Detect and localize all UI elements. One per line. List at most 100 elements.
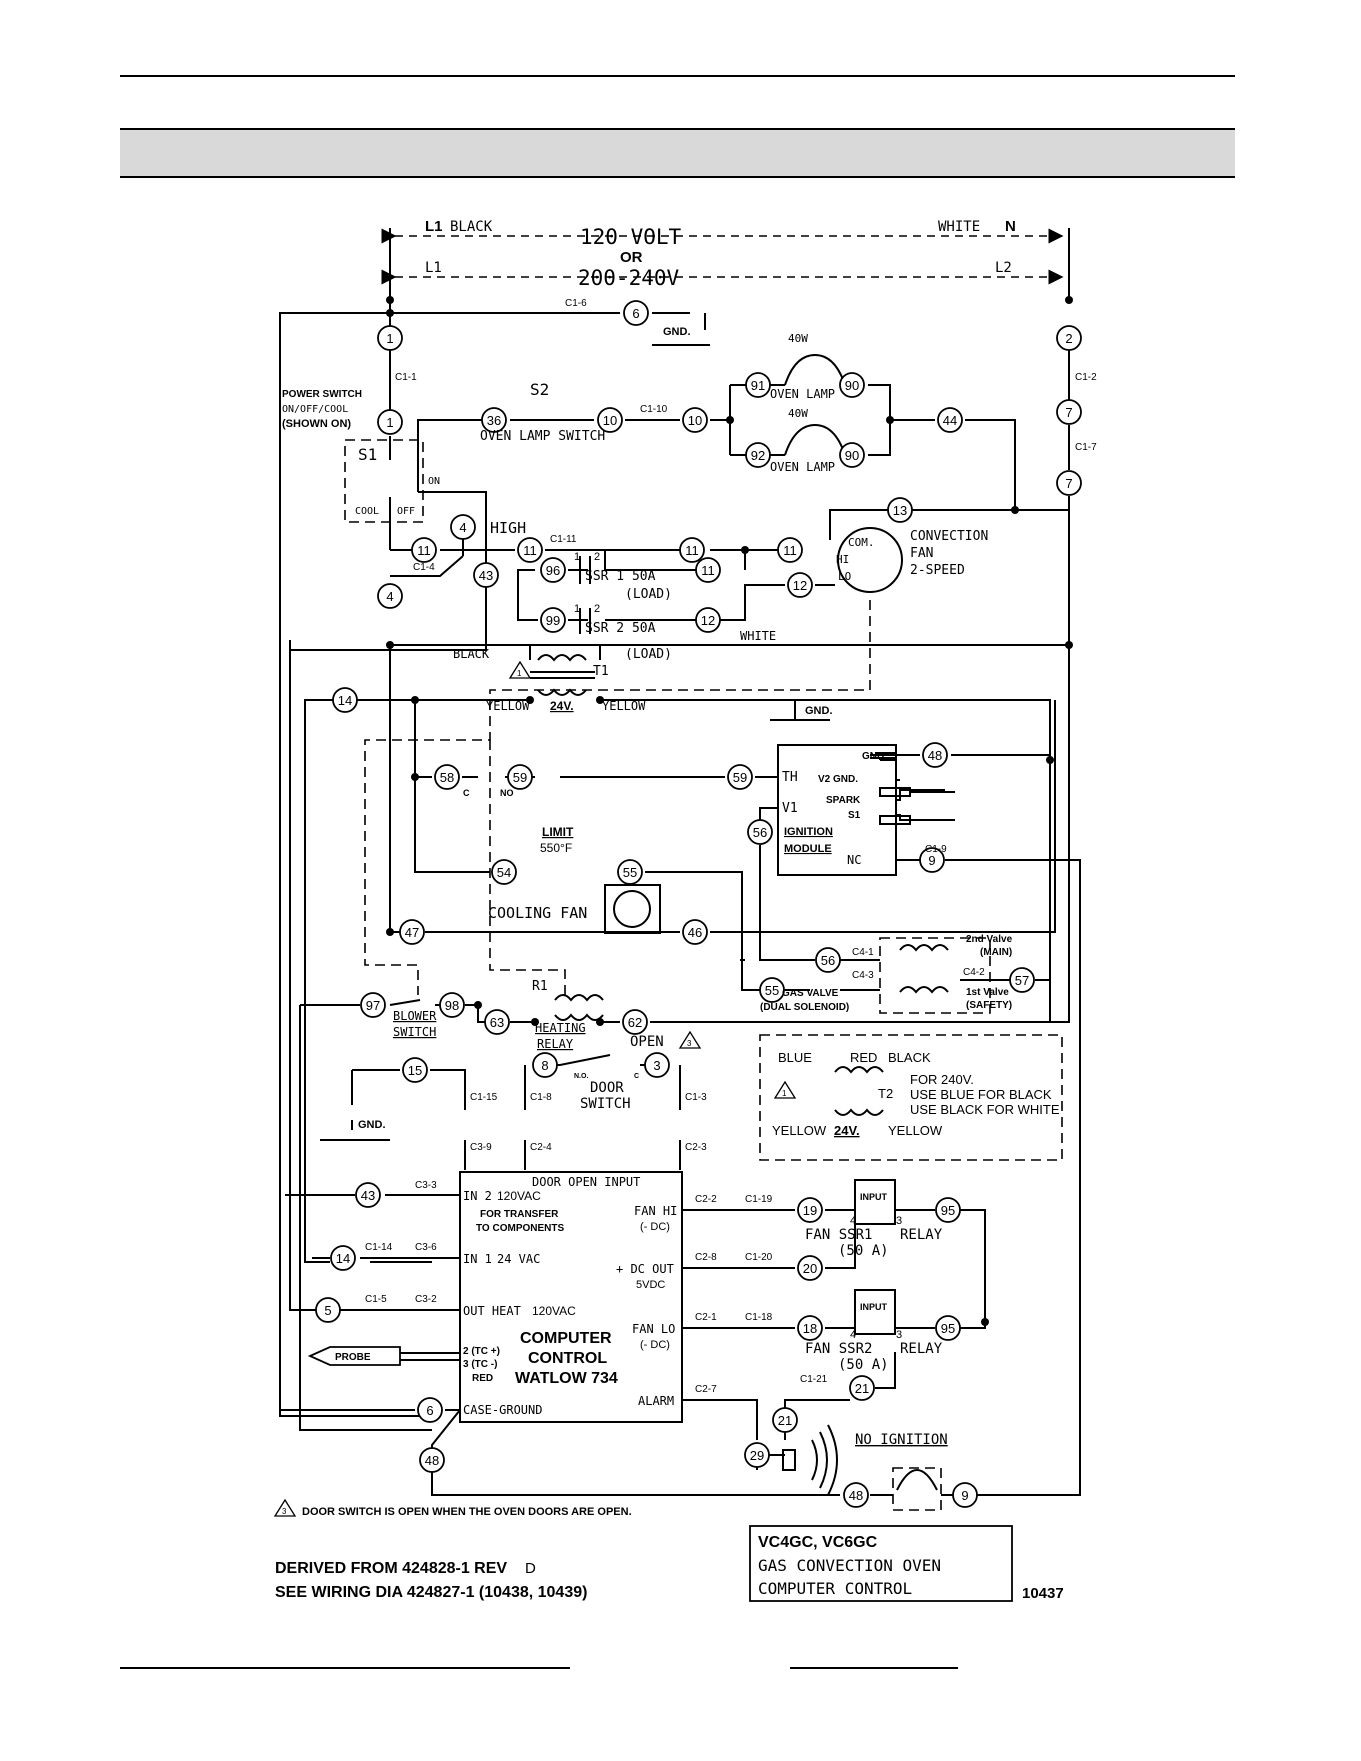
conn-c2-1: C2-1 <box>695 1312 717 1323</box>
node-label: 95 <box>941 1321 955 1336</box>
node-18: 18 <box>797 1315 823 1341</box>
tc-plus: 2 (TC +) <box>463 1346 500 1357</box>
node-label: 62 <box>628 1015 642 1030</box>
node-label: 8 <box>541 1058 548 1073</box>
blower-label: BLOWER <box>393 1009 437 1023</box>
convection-label: CONVECTION <box>910 529 988 544</box>
supply-labels: L1 BLACK 120 VOLT OR WHITE N L1 200-240V… <box>425 218 1016 290</box>
case-ground: CASE-GROUND <box>463 1403 542 1417</box>
conn-c3-3: C3-3 <box>415 1180 437 1191</box>
conn-c1-19: C1-19 <box>745 1194 773 1205</box>
cooling-fan-label: COOLING FAN <box>488 904 587 922</box>
ssr1-term2: 2 <box>594 551 600 563</box>
node-63: 63 <box>484 1009 510 1035</box>
warning-triangle-3-icon: 3 <box>678 1030 702 1049</box>
t2-use-blue: USE BLUE FOR BLACK <box>910 1087 1052 1102</box>
or-label: OR <box>620 249 643 266</box>
node-95: 95 <box>935 1315 961 1341</box>
ssr2-relay-label: RELAY <box>900 1341 943 1357</box>
node-21: 21 <box>849 1375 875 1401</box>
node-label: 55 <box>623 865 637 880</box>
node-label: 21 <box>778 1413 792 1428</box>
oven-lamp-top: OVEN LAMP <box>770 387 835 401</box>
node-label: 59 <box>733 770 747 785</box>
ssr1-input: INPUT <box>860 1192 888 1202</box>
node-13: 13 <box>887 497 913 523</box>
warning-triangle-t2-icon: 1 <box>773 1080 797 1099</box>
node-label: 11 <box>685 543 699 558</box>
conn-c3-6: C3-6 <box>415 1242 437 1253</box>
dual-solenoid-label: (DUAL SOLENOID) <box>760 1002 849 1013</box>
nc-label: NC <box>847 853 861 867</box>
footer-rule-left <box>120 1667 570 1669</box>
t2-yellow-left: YELLOW <box>772 1123 827 1138</box>
node-label: 11 <box>417 543 431 558</box>
heating-label: HEATING <box>535 1021 586 1035</box>
node-label: 55 <box>765 983 779 998</box>
spark-label: SPARK <box>826 795 861 806</box>
to-components: TO COMPONENTS <box>476 1223 564 1234</box>
conn-c1-18: C1-18 <box>745 1312 773 1323</box>
fan-lo-dc: (- DC) <box>640 1339 670 1351</box>
ssr1-relay-label: RELAY <box>900 1227 943 1243</box>
node-label: 97 <box>366 998 380 1013</box>
gnd-label-bottom: GND. <box>358 1119 386 1131</box>
node-15: 15 <box>402 1057 428 1083</box>
on-label: ON <box>428 476 440 487</box>
node-label: 18 <box>803 1321 817 1336</box>
node-label: 43 <box>479 568 493 583</box>
ssr1-four: 4 <box>850 1215 856 1227</box>
ssr1-amp: (50 A) <box>838 1243 889 1259</box>
see-wiring-label: SEE WIRING DIA 424827-1 (10438, 10439) <box>275 1584 587 1601</box>
door-switch-label: SWITCH <box>580 1096 631 1112</box>
node-56: 56 <box>815 947 841 973</box>
in1-label: IN 1 <box>463 1252 492 1266</box>
node-29: 29 <box>744 1442 770 1468</box>
warning-triangle-1-icon: 1 <box>508 660 532 679</box>
conn-c1-15: C1-15 <box>470 1092 498 1103</box>
control-label: CONTROL <box>528 1350 607 1367</box>
on-off-cool-label: ON/OFF/COOL <box>282 404 348 415</box>
derived-label: DERIVED FROM 424828-1 REV <box>275 1560 507 1577</box>
node-90: 90 <box>839 372 865 398</box>
node-99: 99 <box>540 607 566 633</box>
t1-label: T1 <box>593 664 609 679</box>
node-48: 48 <box>843 1482 869 1508</box>
conn-c1-5: C1-5 <box>365 1294 387 1305</box>
t2-black: BLACK <box>888 1050 931 1065</box>
conn-c1-6: C1-6 <box>565 298 587 309</box>
node-90: 90 <box>839 442 865 468</box>
conn-c1-21: C1-21 <box>800 1374 828 1385</box>
node-43: 43 <box>473 562 499 588</box>
node-6: 6 <box>417 1397 443 1423</box>
node-21: 21 <box>772 1407 798 1433</box>
node-label: 36 <box>487 413 501 428</box>
notes: 3 DOOR SWITCH IS OPEN WHEN THE OVEN DOOR… <box>273 1498 1064 1602</box>
tc-red: RED <box>472 1373 493 1384</box>
gnd-label-top: GND. <box>663 326 691 338</box>
footer-rule-right <box>790 1667 958 1669</box>
voltage-120: 120 VOLT <box>580 225 682 249</box>
t2-label: T2 <box>878 1086 893 1101</box>
node-label: 48 <box>425 1453 439 1468</box>
conn-c1-7: C1-7 <box>1075 442 1097 453</box>
conn-c2-7: C2-7 <box>695 1384 717 1395</box>
s1-term-label: S1 <box>848 810 861 821</box>
node-48: 48 <box>922 742 948 768</box>
node-95: 95 <box>935 1197 961 1223</box>
fan-lo-label: FAN LO <box>632 1322 675 1336</box>
rev-label: D <box>525 1560 536 1577</box>
no-ignition-label: NO IGNITION <box>855 1432 948 1448</box>
ssr1-load: (LOAD) <box>625 587 672 602</box>
out-heat: OUT HEAT <box>463 1304 521 1318</box>
fan-hi-dc: (- DC) <box>640 1221 670 1233</box>
v1-label: V1 <box>782 801 798 816</box>
node-96: 96 <box>540 557 566 583</box>
t2-use-black: USE BLACK FOR WHITE <box>910 1102 1060 1117</box>
in2-label: IN 2 <box>463 1189 492 1203</box>
section-header-band <box>120 128 1235 178</box>
l1b-label: L1 <box>425 260 442 276</box>
t2-inset: BLUE RED BLACK FOR 240V. USE BLUE FOR BL… <box>772 1050 1060 1138</box>
node-label: 48 <box>849 1488 863 1503</box>
node-label: 43 <box>361 1188 375 1203</box>
